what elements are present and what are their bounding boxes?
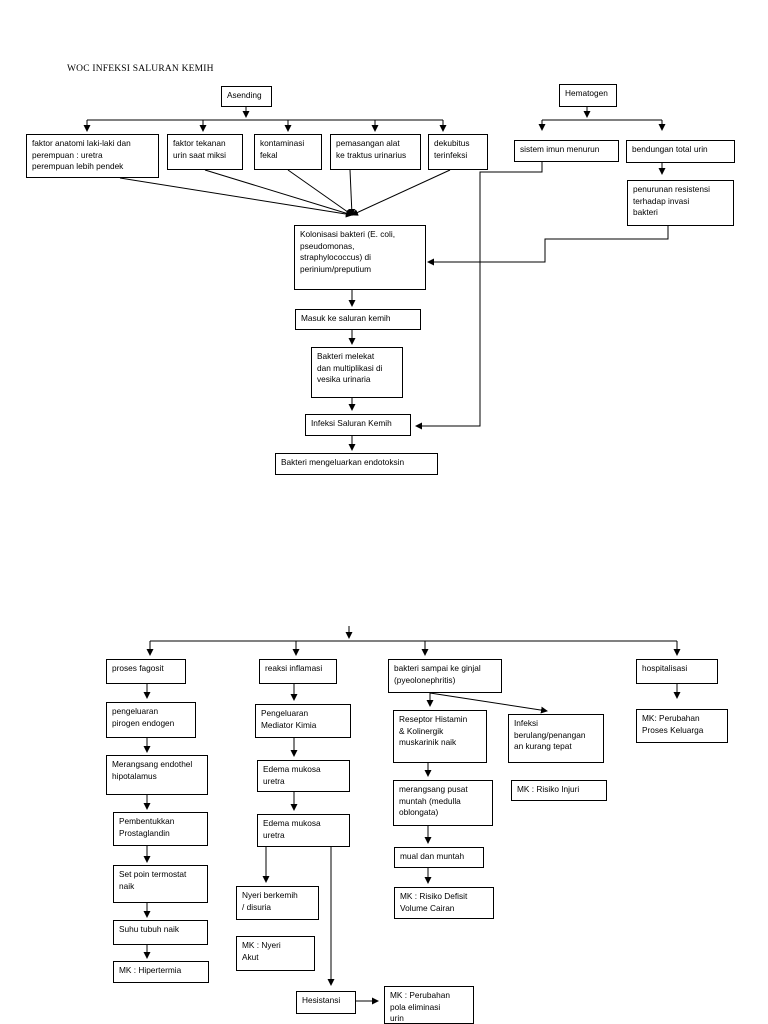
bakteri-melekat-box: Bakteri melekat dan multiplikasi di vesi… xyxy=(311,347,403,398)
suhu-tubuh-box: Suhu tubuh naik xyxy=(113,920,208,945)
mk-hipertermia-box: MK : Hipertermia xyxy=(113,961,209,983)
kontaminasi-box: kontaminasi fekal xyxy=(254,134,322,170)
reaksi-inflamasi-box: reaksi inflamasi xyxy=(259,659,337,684)
sistem-imun-box: sistem imun menurun xyxy=(514,140,619,162)
mk-nyeri-akut-box: MK : Nyeri Akut xyxy=(236,936,315,971)
hospitalisasi-box: hospitalisasi xyxy=(636,659,718,684)
infeksi-saluran-kemih-box: Infeksi Saluran Kemih xyxy=(305,414,411,436)
edema-mukosa-1-box: Edema mukosa uretra xyxy=(257,760,350,792)
proses-fagosit-box: proses fagosit xyxy=(106,659,186,684)
infeksi-berulang-box: Infeksi berulang/penangan an kurang tepa… xyxy=(508,714,604,763)
bakteri-ginjal-box: bakteri sampai ke ginjal (pyeolonephriti… xyxy=(388,659,502,693)
mediator-kimia-box: Pengeluaran Mediator Kimia xyxy=(255,704,351,738)
mk-risiko-defisit-box: MK : Risiko Defisit Volume Cairan xyxy=(394,887,494,919)
dekubitus-box: dekubitus terinfeksi xyxy=(428,134,488,170)
mual-muntah-box: mual dan muntah xyxy=(394,847,484,868)
diagram-title: WOC INFEKSI SALURAN KEMIH xyxy=(67,64,214,74)
asending-box: Asending xyxy=(221,86,272,107)
mk-perubahan-eliminasi-box: MK : Perubahan pola eliminasi urin xyxy=(384,986,474,1024)
faktor-tekanan-box: faktor tekanan urin saat miksi xyxy=(167,134,243,170)
reseptor-histamin-box: Reseptor Histamin & Kolinergik muskarini… xyxy=(393,710,487,763)
pengeluaran-pirogen-box: pengeluaran pirogen endogen xyxy=(106,702,196,738)
pembentukkan-box: Pembentukkan Prostaglandin xyxy=(113,812,208,846)
bendungan-box: bendungan total urin xyxy=(626,140,735,163)
penurunan-resistensi-box: penurunan resistensi terhadap invasi bak… xyxy=(627,180,734,226)
nyeri-berkemih-box: Nyeri berkemih / disuria xyxy=(236,886,319,920)
hematogen-box: Hematogen xyxy=(559,84,617,107)
merangsang-endothel-box: Merangsang endothel hipotalamus xyxy=(106,755,208,795)
set-poin-box: Set poin termostat naik xyxy=(113,865,208,903)
faktor-anatomi-box: faktor anatomi laki-laki dan perempuan :… xyxy=(26,134,159,178)
pemasangan-box: pemasangan alat ke traktus urinarius xyxy=(330,134,421,170)
kolonisasi-box: Kolonisasi bakteri (E. coli, pseudomonas… xyxy=(294,225,426,290)
merangsang-pusat-box: merangsang pusat muntah (medulla oblonga… xyxy=(393,780,493,826)
endotoksin-box: Bakteri mengeluarkan endotoksin xyxy=(275,453,438,475)
masuk-saluran-box: Masuk ke saluran kemih xyxy=(295,309,421,330)
edema-mukosa-2-box: Edema mukosa uretra xyxy=(257,814,350,847)
hesistansi-box: Hesistansi xyxy=(296,991,356,1014)
mk-proses-keluarga-box: MK: Perubahan Proses Keluarga xyxy=(636,709,728,743)
mk-risiko-injuri-box: MK : Risiko Injuri xyxy=(511,780,607,801)
